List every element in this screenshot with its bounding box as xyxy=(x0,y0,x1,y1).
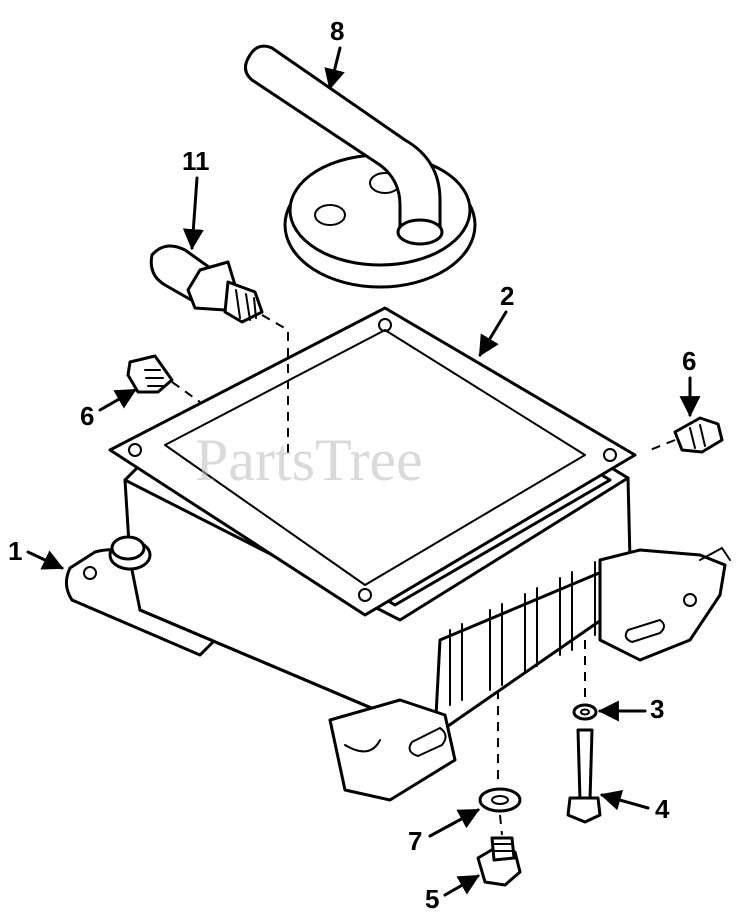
cooling-fins xyxy=(449,561,596,706)
pipe-plug-left xyxy=(126,354,174,394)
callout-6-right: 6 xyxy=(679,346,701,418)
callout-label: 8 xyxy=(330,16,344,46)
callout-11: 11 xyxy=(182,146,210,251)
callout-5: 5 xyxy=(425,874,480,914)
drain-plug xyxy=(476,836,522,887)
gasket xyxy=(108,306,637,617)
watermark: PartsTree xyxy=(195,427,423,493)
lock-washer xyxy=(572,703,598,721)
callout-label: 4 xyxy=(655,794,670,824)
callout-label: 3 xyxy=(650,694,664,724)
callout-1: 1 xyxy=(8,536,64,570)
callout-label: 6 xyxy=(80,401,94,431)
callout-2: 2 xyxy=(478,281,514,357)
drain-washer xyxy=(478,787,522,813)
callout-label: 11 xyxy=(182,146,210,176)
callout-label: 1 xyxy=(8,536,22,566)
callout-label: 2 xyxy=(500,281,514,311)
filler-cap-tube xyxy=(244,44,477,289)
bolt xyxy=(566,728,602,824)
boss-plug xyxy=(108,535,152,571)
callout-label: 7 xyxy=(408,826,422,856)
oil-pressure-sensor xyxy=(149,244,264,324)
callout-8: 8 xyxy=(324,16,345,91)
callout-7: 7 xyxy=(408,808,480,856)
pipe-plug-right xyxy=(673,416,724,454)
callout-4: 4 xyxy=(599,790,670,824)
callout-label: 6 xyxy=(682,346,696,376)
callout-label: 5 xyxy=(425,884,439,914)
callout-6-left: 6 xyxy=(80,388,137,431)
callout-3: 3 xyxy=(597,694,664,724)
